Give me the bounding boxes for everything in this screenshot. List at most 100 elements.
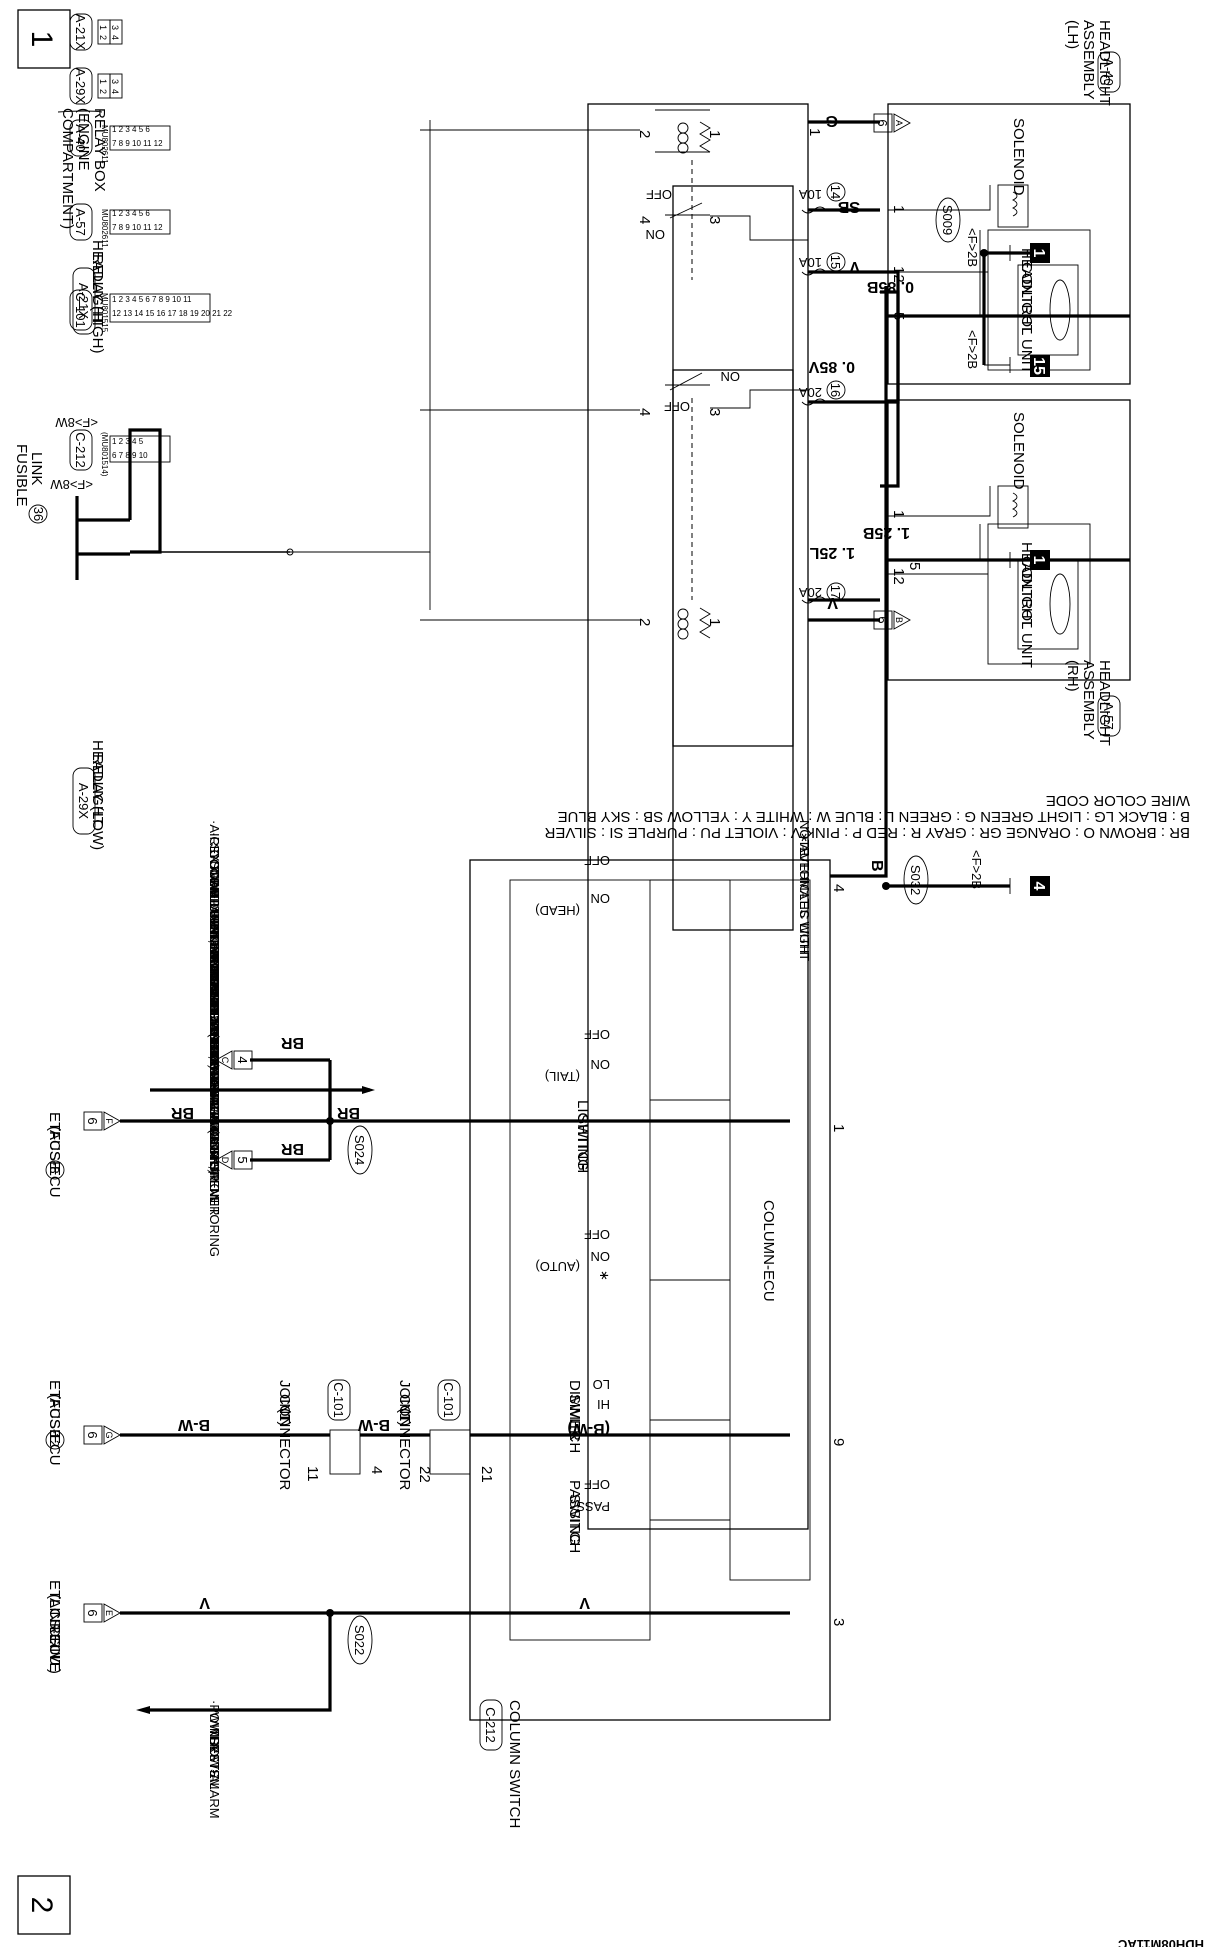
svg-text:5: 5 xyxy=(235,1156,250,1163)
svg-text:21: 21 xyxy=(478,1466,495,1483)
svg-text:ON: ON xyxy=(591,1249,611,1264)
svg-text:PASS: PASS xyxy=(576,1499,610,1514)
headlight-assembly-rh: HEADLIGHT ASSEMBLY (RH) A-57 SOLENOID HE… xyxy=(887,399,1131,746)
svg-text:2: 2 xyxy=(98,35,108,40)
svg-text:4: 4 xyxy=(368,1466,385,1474)
svg-text:WIRE COLOR CODE: WIRE COLOR CODE xyxy=(1046,792,1190,809)
svg-text:·THEFT-ALARM: ·THEFT-ALARM xyxy=(207,1724,222,1819)
svg-text:A-29X: A-29X xyxy=(76,783,91,819)
fusible-link: FUSIBLE LINK 36 <F>8W <F>8W xyxy=(13,415,294,580)
svg-text:OFF: OFF xyxy=(664,399,690,414)
svg-text:B: B xyxy=(868,860,885,872)
page-marker-1: 1 xyxy=(17,9,71,69)
svg-text:SWITCH: SWITCH xyxy=(574,1114,591,1173)
svg-text:11: 11 xyxy=(304,1466,321,1482)
svg-text:15: 15 xyxy=(828,255,843,269)
svg-text:OFF: OFF xyxy=(584,1227,610,1242)
svg-text:6: 6 xyxy=(85,1117,100,1124)
svg-text:·IGNITION KEY REMINDER: ·IGNITION KEY REMINDER xyxy=(207,916,222,1080)
ground-15: 15 xyxy=(984,355,1050,377)
svg-text:A-40: A-40 xyxy=(1101,58,1116,85)
svg-text:·CENTRAL DOOR LOCKING: ·CENTRAL DOOR LOCKING xyxy=(207,832,222,1001)
svg-text:A-40: A-40 xyxy=(73,124,88,151)
svg-text:C: C xyxy=(220,1057,230,1064)
svg-text:·TRUNK LID OPENER: ·TRUNK LID OPENER xyxy=(207,1084,222,1215)
svg-text:8: 8 xyxy=(47,1166,62,1173)
svg-text:4: 4 xyxy=(636,216,653,224)
svg-text:ON: ON xyxy=(591,891,611,906)
conn-icon-a21x: A-21X 1 2 3 4 xyxy=(69,13,123,51)
svg-text:1: 1 xyxy=(98,79,108,84)
svg-text:4: 4 xyxy=(636,408,653,416)
svg-text:<F>8W: <F>8W xyxy=(50,477,93,492)
joint-connector-1b: JOINT CONNECTOR (1) C-101 22 21 xyxy=(396,1379,495,1491)
conn-icon-a57: A-57 MU802611 1 2 3 4 5 6 7 8 9 10 11 12 xyxy=(69,203,171,248)
headlight-relay-low: HEADLIGHT RELAY (LOW) A-29X ON OFF 1 2 3… xyxy=(72,369,794,931)
svg-text:∗: ∗ xyxy=(597,1270,612,1281)
svg-text:6 7 8 9 10: 6 7 8 9 10 xyxy=(112,451,148,460)
ground-1-rh: 1 xyxy=(1009,550,1050,570)
svg-text:(FUSE: (FUSE xyxy=(46,1394,63,1439)
svg-text:22: 22 xyxy=(416,1466,433,1483)
svg-text:SOLENOID: SOLENOID xyxy=(1010,118,1027,196)
svg-text:2: 2 xyxy=(636,618,653,626)
svg-text:ETACS-ECU: ETACS-ECU xyxy=(46,1380,63,1466)
wire-v-lin: V V xyxy=(120,1594,790,1714)
svg-text:A-57: A-57 xyxy=(1101,702,1116,729)
svg-text:JOINT: JOINT xyxy=(396,1380,413,1423)
svg-text:CIRCUIT): CIRCUIT) xyxy=(46,1608,63,1674)
svg-text:HEADLIGHT: HEADLIGHT xyxy=(89,240,106,326)
svg-text:B : BLACK LG : LIGHT GREEN: B : BLACK LG : LIGHT GREEN G : GREEN L :… xyxy=(558,808,1190,825)
svg-text:·HEATER: ·HEATER xyxy=(207,904,222,960)
wire-085b-lh-ground: 0. 85B <F>2B <F>2B xyxy=(867,228,1130,369)
s024-destination-list: ·AIR CONDITIONING SYSTEM ·CENTRAL DOOR L… xyxy=(207,820,222,1257)
wire-v-crossover-rh xyxy=(880,270,900,488)
wire-color-code-legend: WIRE COLOR CODE B : BLACK LG : LIGHT GRE… xyxy=(544,792,1190,841)
svg-text:1: 1 xyxy=(25,31,58,48)
svg-text:36: 36 xyxy=(31,507,46,521)
svg-text:(RH): (RH) xyxy=(1064,660,1081,692)
svg-text:B-W: B-W xyxy=(357,1416,390,1433)
svg-text:7 8 9 10 11 12: 7 8 9 10 11 12 xyxy=(112,139,163,148)
svg-text:(FUSE: (FUSE xyxy=(46,1126,63,1171)
svg-text:6: 6 xyxy=(85,1431,100,1438)
svg-text:12: 12 xyxy=(47,1433,62,1447)
relay-low-switch-out xyxy=(710,389,808,409)
etacs-ecu-fuse-12: ETACS-ECU (FUSE 12 6 G xyxy=(45,1380,121,1466)
svg-text:A-21X: A-21X xyxy=(76,283,91,319)
svg-text:ASSEMBLY: ASSEMBLY xyxy=(1080,660,1097,740)
svg-text:<F>2B: <F>2B xyxy=(965,330,980,369)
svg-text:D: D xyxy=(220,1157,230,1164)
conn-icon-a29x: A-29X 1 2 3 4 xyxy=(69,67,123,105)
svg-text:SWITCH: SWITCH xyxy=(566,1494,583,1553)
svg-text:·IMMOBILIZER SYSTEM: ·IMMOBILIZER SYSTEM xyxy=(207,952,222,1098)
svg-text:HEADLIGHT: HEADLIGHT xyxy=(1018,248,1035,334)
svg-text:S024: S024 xyxy=(352,1135,367,1165)
splice-s032: S032 xyxy=(903,855,929,905)
svg-text:(1): (1) xyxy=(276,1408,293,1426)
svg-text:ASSEMBLY: ASSEMBLY xyxy=(1080,20,1097,100)
svg-text:1: 1 xyxy=(890,510,907,518)
svg-text:2: 2 xyxy=(98,89,108,94)
svg-text:C-101: C-101 xyxy=(331,1382,346,1417)
svg-text:AUTOMATIC LIGHT: AUTOMATIC LIGHT xyxy=(797,844,812,961)
svg-text:COLUMN SWITCH: COLUMN SWITCH xyxy=(506,1700,523,1828)
svg-text:E: E xyxy=(104,1610,114,1616)
svg-text:1: 1 xyxy=(706,618,723,626)
svg-text:ON: ON xyxy=(721,369,741,384)
svg-text:1: 1 xyxy=(1030,556,1047,565)
svg-text:MU802611: MU802611 xyxy=(100,209,109,248)
svg-text:HI: HI xyxy=(597,1397,610,1412)
svg-text:SYSTEM (KOS): SYSTEM (KOS) xyxy=(207,976,222,1069)
fuse-17: 17 20A xyxy=(799,582,846,604)
svg-text:<F>8W: <F>8W xyxy=(55,415,98,430)
svg-text:(TAIL): (TAIL) xyxy=(545,1069,580,1084)
svg-text:SYSTEM: SYSTEM xyxy=(207,1736,222,1789)
svg-text:WINDOWS: WINDOWS xyxy=(207,1712,222,1778)
svg-text:RELAY (LOW): RELAY (LOW) xyxy=(89,754,106,850)
svg-text:1: 1 xyxy=(1030,249,1047,258)
svg-text:0. 85B: 0. 85B xyxy=(867,278,914,295)
svg-text:BR: BR xyxy=(280,1034,304,1051)
svg-text:1: 1 xyxy=(830,1124,847,1132)
